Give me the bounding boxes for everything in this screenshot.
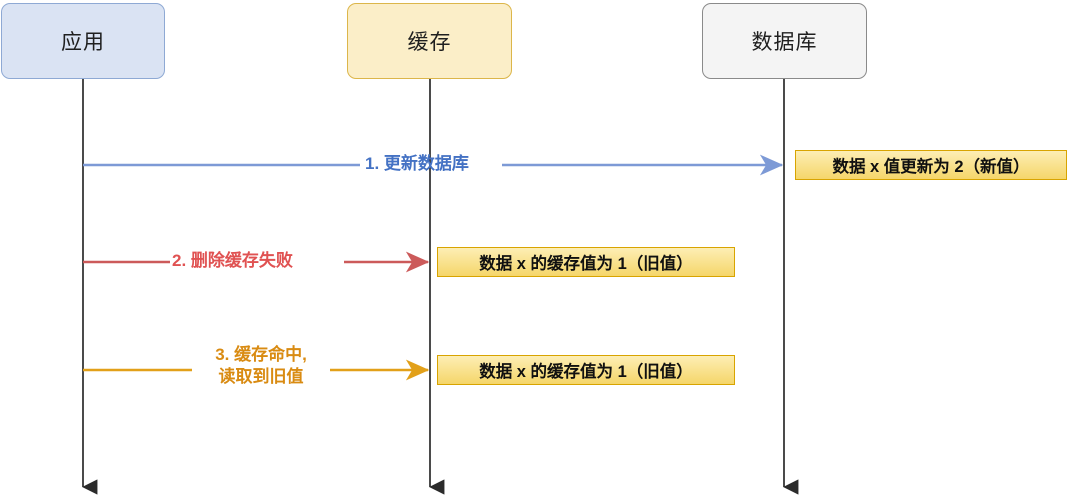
participant-app-label: 应用 [61, 31, 105, 54]
message-label-3: 3. 缓存命中, 读取到旧值 [196, 344, 326, 388]
message-label-3-line-2: 读取到旧值 [218, 367, 304, 386]
participant-database[interactable]: 数据库 [702, 3, 867, 79]
message-label-1: 1. 更新数据库 [365, 154, 469, 173]
message-label-3-line-1: 3. 缓存命中, [215, 345, 307, 364]
note-cache-old-value-2: 数据 x 的缓存值为 1（旧值） [437, 355, 735, 385]
note-cache-old-value-1: 数据 x 的缓存值为 1（旧值） [437, 247, 735, 277]
note-db-new-value: 数据 x 值更新为 2（新值） [795, 150, 1067, 180]
participant-database-label: 数据库 [751, 31, 818, 54]
message-label-2: 2. 删除缓存失败 [172, 251, 293, 270]
participant-cache-label: 缓存 [407, 31, 452, 54]
participant-cache[interactable]: 缓存 [347, 3, 512, 79]
participant-app[interactable]: 应用 [1, 3, 165, 79]
